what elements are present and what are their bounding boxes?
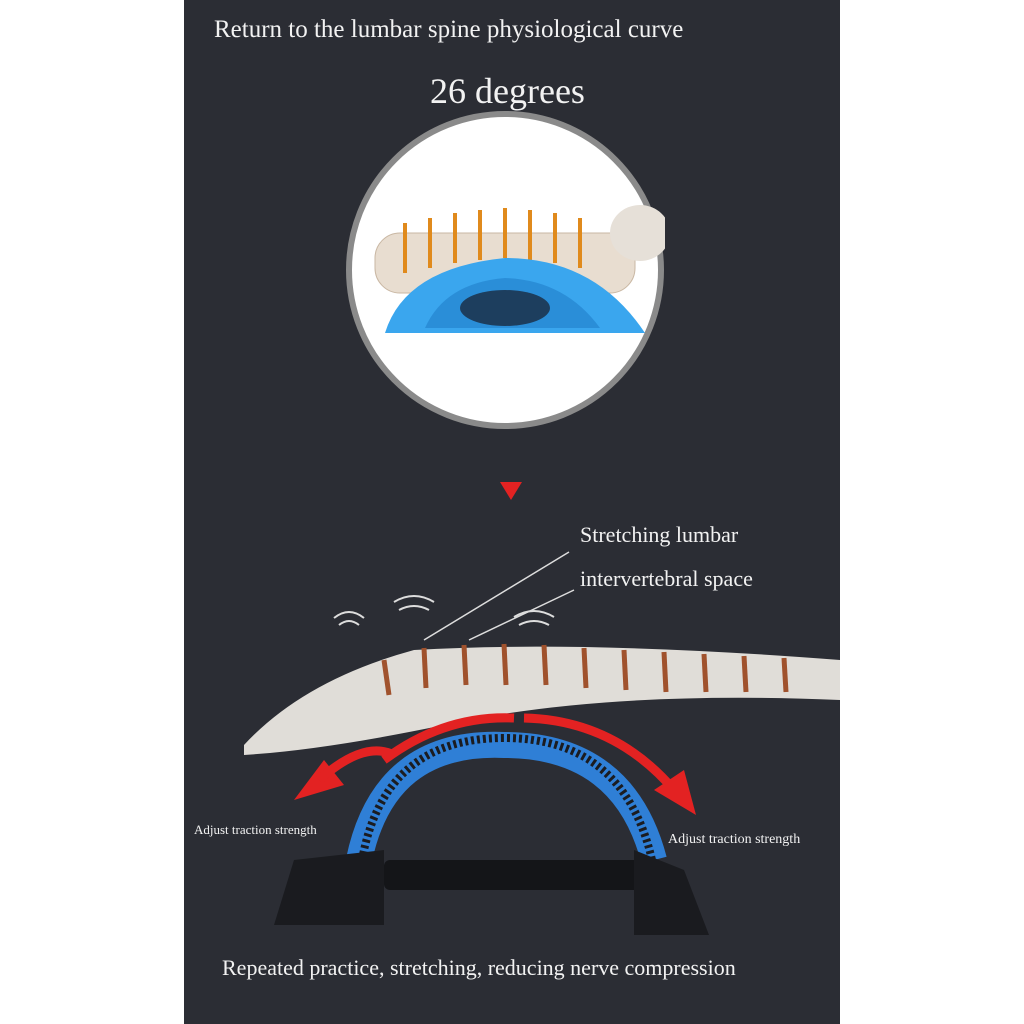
spine-stretcher-illustration (244, 551, 840, 935)
footer-caption: Repeated practice, stretching, reducing … (222, 955, 736, 980)
callout-line-1: Stretching lumbar (580, 522, 739, 547)
angle-label: 26 degrees (430, 71, 585, 111)
spine-closeup-illustration (346, 111, 665, 429)
headline: Return to the lumbar spine physiological… (214, 16, 684, 43)
right-traction-label: Adjust traction strength (668, 832, 801, 847)
callout-line-2: intervertebral space (580, 566, 753, 591)
left-traction-label: Adjust traction strength (194, 822, 317, 837)
down-arrow-icon (500, 482, 522, 500)
